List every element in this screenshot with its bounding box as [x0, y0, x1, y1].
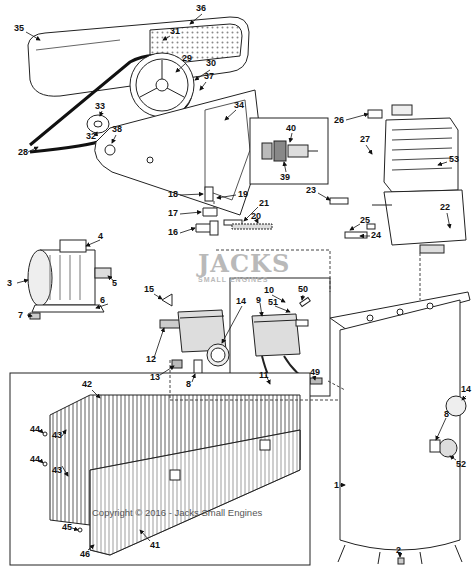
- callout-number: 1: [334, 481, 339, 490]
- callout-number: 8: [444, 410, 449, 419]
- callout-number: 40: [286, 124, 296, 133]
- callout-number: 25: [360, 216, 370, 225]
- callout-number: 4: [98, 232, 103, 241]
- watermark: SMALL ENGINES: [198, 276, 268, 283]
- callout-number: 43: [52, 431, 62, 440]
- callout-number: 9: [256, 296, 261, 305]
- callout-number: 38: [112, 125, 122, 134]
- callout-number: 11: [259, 371, 269, 380]
- callout-number: 17: [168, 209, 178, 218]
- callout-number: 28: [18, 148, 28, 157]
- callout-number: 14: [236, 297, 246, 306]
- callout-number: 50: [298, 285, 308, 294]
- callout-number: 44: [30, 425, 40, 434]
- callout-number: 20: [251, 212, 261, 221]
- callout-number: 32: [86, 132, 96, 141]
- callout-number: 3: [7, 279, 12, 288]
- callout-number: 46: [80, 550, 90, 559]
- callout-number: 10: [264, 286, 274, 295]
- callout-number: 35: [14, 24, 24, 33]
- callout-number: 8: [186, 380, 191, 389]
- callout-number: 45: [62, 523, 72, 532]
- callout-number: 43: [52, 466, 62, 475]
- callout-number: 5: [112, 279, 117, 288]
- callout-number: 29: [182, 54, 192, 63]
- callout-number: 21: [259, 199, 269, 208]
- callout-number: 15: [144, 285, 154, 294]
- callout-number: 51: [268, 298, 278, 307]
- callout-number: 37: [204, 72, 214, 81]
- callout-number: 14: [461, 385, 471, 394]
- callout-number: 12: [146, 355, 156, 364]
- callout-number: 53: [449, 155, 459, 164]
- callout-number: 13: [150, 373, 160, 382]
- callout-number: 23: [306, 186, 316, 195]
- callout-number: 44: [30, 455, 40, 464]
- callout-number: 22: [440, 203, 450, 212]
- callout-number: 18: [168, 190, 178, 199]
- callout-number: 30: [206, 59, 216, 68]
- callout-number: 41: [150, 541, 160, 550]
- callout-number: 24: [371, 231, 381, 240]
- callout-number: 33: [95, 102, 105, 111]
- callout-number: 42: [82, 380, 92, 389]
- callout-number: 52: [456, 460, 466, 469]
- callout-number: 16: [168, 228, 178, 237]
- callout-number: 26: [334, 116, 344, 125]
- callout-number: 31: [170, 27, 180, 36]
- callout-number: 6: [100, 296, 105, 305]
- callout-number: 19: [238, 190, 248, 199]
- callout-number: 49: [310, 368, 320, 377]
- callout-number: 2: [396, 546, 401, 555]
- callout-number: 36: [196, 4, 206, 13]
- callout-number: 39: [280, 173, 290, 182]
- watermark: JACKS: [198, 252, 290, 276]
- callout-number: 27: [360, 135, 370, 144]
- copyright-note: Copyright © 2016 - Jacks Small Engines: [92, 508, 262, 518]
- callout-number: 34: [234, 101, 244, 110]
- callout-number: 7: [18, 311, 23, 320]
